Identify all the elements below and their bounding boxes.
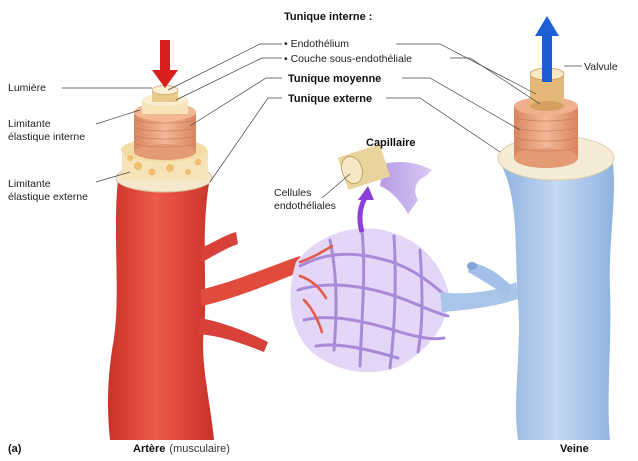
label-limitante-externe-1: Limitante — [8, 178, 51, 190]
artery-branch-to-capillaries — [200, 256, 306, 306]
arrow-purple-icon — [358, 186, 374, 232]
artery-body — [108, 178, 214, 440]
label-lumiere: Lumière — [8, 82, 46, 94]
capillary-bed — [290, 228, 520, 372]
caption-artere: Artère (musculaire) — [133, 443, 230, 455]
label-limitante-interne-2: élastique interne — [8, 131, 85, 143]
label-couche-sous-endotheliale: • Couche sous-endothéliale — [284, 53, 412, 65]
caption-panel: (a) — [8, 443, 22, 455]
label-cellules-1: Cellules — [274, 187, 311, 199]
artery-branch-upper — [200, 232, 238, 262]
label-limitante-interne-1: Limitante — [8, 118, 51, 130]
caption-veine: Veine — [560, 443, 589, 455]
artery-branch-lower — [198, 318, 268, 352]
label-valvule: Valvule — [584, 61, 618, 73]
label-tunique-externe: Tunique externe — [288, 93, 372, 105]
label-endothelium: • Endothélium — [284, 38, 349, 50]
label-capillaire: Capillaire — [366, 137, 416, 149]
captions: (a) Artère (musculaire) Veine — [8, 443, 589, 455]
label-tunique-interne: Tunique interne : — [284, 11, 372, 23]
vein — [467, 16, 614, 440]
label-limitante-externe-2: élastique externe — [8, 191, 88, 203]
label-cellules-2: endothéliales — [274, 200, 336, 212]
caption-artere-note: (musculaire) — [169, 443, 230, 455]
arrow-down-icon — [152, 40, 178, 88]
caption-artere-name: Artère — [133, 443, 165, 455]
capillary-detail — [338, 144, 432, 232]
artery — [108, 40, 306, 440]
label-tunique-moyenne: Tunique moyenne — [288, 73, 381, 85]
